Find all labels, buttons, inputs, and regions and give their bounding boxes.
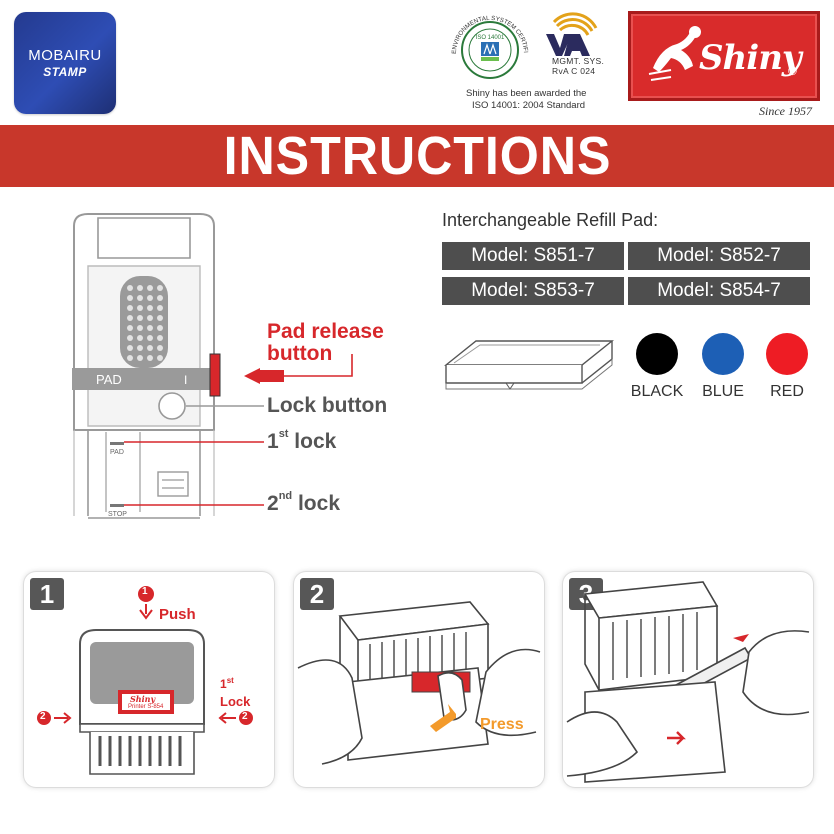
step-3-card: 3 [563,572,813,787]
lock-button-shape [158,392,186,420]
mgmt-sys-text: MGMT. SYS. RvA C 024 [552,56,604,76]
pad-release-label: Pad release button [267,321,384,365]
step-1-lock-sup: st [226,676,234,685]
step-1-card: 1 1 Push 2 2 1st Lock Shiny Printer S-85… [24,572,274,787]
first-lock-sup: st [278,428,289,440]
cert-caption: Shiny has been awarded the ISO 14001: 20… [442,88,618,112]
pad-release-button-shape [209,353,221,397]
red-label: RED [770,383,804,400]
pad-slot-mark: I [184,373,187,387]
logo-line2: STAMP [43,65,87,79]
registered-mark: ® [788,64,797,78]
step-1-lock-digit: 1 [220,677,227,691]
step-1-number: 1 [30,578,64,610]
certification-block: ENVIRONMENTAL SYSTEM CERTIFICATION ISO 1… [440,1,618,116]
refill-title: Interchangeable Refill Pad: [442,210,659,230]
side-stop-label: STOP [108,511,127,518]
since-text: Since 1957 [759,104,812,118]
first-lock-num: 1 [267,430,279,453]
step-1-lock-label: Lock [220,694,251,709]
step-1-push-label: Push [159,606,196,623]
stamp-diagram: PAD I PAD STOP [72,213,353,519]
step-2-card: 2 Press [294,572,544,787]
cert-caption-line1: Shiny has been awarded the [466,88,587,99]
iso-certification-icon: ENVIRONMENTAL SYSTEM CERTIFICATION ISO 1… [440,1,598,79]
instructions-banner: INSTRUCTIONS [0,125,834,187]
cert-caption-line2: ISO 14001: 2004 Standard [472,100,586,111]
pad-slot-label: PAD [96,372,122,387]
pad-release-line1: Pad release [267,320,384,343]
model-s853: Model: S853-7 [442,277,624,305]
mobairu-stamp-logo: MOBAIRU STAMP [14,12,116,114]
step-2-number: 2 [300,578,334,610]
side-pad-label: PAD [110,449,124,456]
step-1-plate-model: Printer S-854 [128,704,164,710]
refill-pad-icon [444,340,614,390]
step-1-push-num: 1 [142,586,148,597]
second-lock-word: lock [292,492,340,515]
model-s854: Model: S854-7 [628,277,810,305]
black-label: BLACK [630,383,684,400]
step-3-illustration [566,581,810,783]
lock-button-label: Lock button [267,394,388,417]
step-1-illustration [37,586,253,775]
step-1-lock-num: 1st [220,676,234,691]
pad-release-line2: button [267,342,333,365]
first-lock-word: lock [288,430,337,453]
model-s852: Model: S852-7 [628,242,810,270]
mgmt-line2: RvA C 024 [552,66,596,76]
mgmt-line1: MGMT. SYS. [552,56,605,66]
model-s851: Model: S851-7 [442,242,624,270]
black-ink-dot [636,333,678,375]
stamp-hand-icon [648,26,701,81]
red-ink-dot [766,333,808,375]
first-lock-label: 1st lock [267,428,337,454]
second-lock-label: 2nd lock [267,490,340,516]
blue-ink-dot [702,333,744,375]
shiny-wordmark: Shiny [699,38,802,78]
step-1-side-num-left: 2 [40,711,46,722]
second-lock-num: 2 [267,492,279,515]
second-lock-sup: nd [278,490,293,502]
cert-iso-text: ISO 14001 [476,35,505,41]
step-1-side-num-right: 2 [242,711,248,722]
shiny-brand-logo: Shiny ® [628,11,820,101]
step-2-illustration [297,601,541,765]
step-2-press-label: Press [480,716,524,733]
step-1-plate-brand: Shiny [130,694,156,704]
rva-mark-icon [546,12,598,56]
blue-label: BLUE [702,383,744,400]
banner-title: INSTRUCTIONS [223,126,611,186]
logo-line1: MOBAIRU [28,47,102,64]
